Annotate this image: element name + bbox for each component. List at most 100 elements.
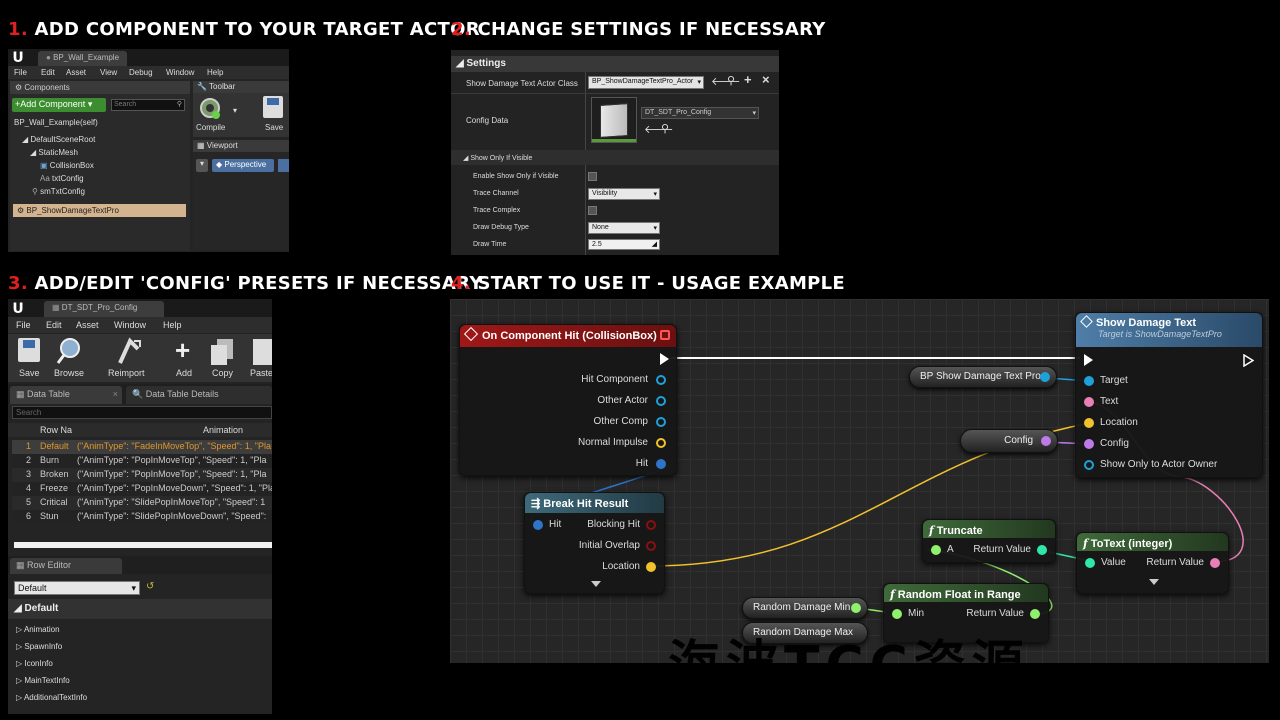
save-icon[interactable] [18,338,40,362]
config-pin[interactable] [1084,439,1094,449]
exec-out-pin[interactable] [660,353,669,365]
asset-tab[interactable]: ● BP_Wall_Example [38,51,128,66]
paste-button[interactable]: Paste [250,368,272,378]
initial-overlap-pin[interactable] [646,541,656,551]
column-header-row-name[interactable]: Row Na [40,425,73,435]
category-icon-info[interactable]: ▷ IconInfo [16,659,53,668]
config-getter[interactable]: Config [960,429,1058,453]
trace-complex-checkbox[interactable] [588,206,597,215]
category-animation[interactable]: ▷ Animation [16,625,60,634]
reset-arrow-icon[interactable]: ↺ [146,581,155,592]
config-asset-thumbnail-icon[interactable] [591,97,637,143]
menu-asset[interactable]: Asset [66,68,87,77]
menu-asset[interactable]: Asset [76,320,99,330]
clear-close-icon[interactable]: × [762,72,770,87]
add-component-button[interactable]: +Add Component ▾ [12,98,106,112]
menu-edit[interactable]: Edit [46,320,62,330]
random-return-pin[interactable] [1030,609,1040,619]
browse-magnifier-icon[interactable] [56,337,86,365]
tree-item-show-damage-text-pro[interactable]: ⚙ BP_ShowDamageTextPro [13,204,186,217]
tree-item-self[interactable]: BP_Wall_Example(self) [14,118,98,127]
tree-item-txt-config[interactable]: Aa txtConfig [40,174,84,183]
hit-component-pin[interactable] [656,375,666,385]
menu-debug[interactable]: Debug [129,68,153,77]
enable-show-only-if-visible-checkbox[interactable] [588,172,597,181]
default-section-header[interactable]: ◢ Default [14,603,59,614]
menu-edit[interactable]: Edit [41,68,55,77]
to-text-integer-node[interactable]: f ToText (integer) Value Return Value [1076,532,1229,594]
tab-row-editor[interactable]: ▦ Row Editor [10,558,122,574]
truncate-a-pin[interactable] [931,545,941,555]
show-damage-text-node[interactable]: Show Damage Text Target is ShowDamageTex… [1075,312,1263,478]
data-table-search-input[interactable]: Search [12,406,272,419]
browse-search-icon[interactable]: ⚲ [727,75,736,87]
config-browse-search-icon[interactable]: ⚲ [661,123,670,135]
paste-icon[interactable] [253,339,272,365]
category-spawn-info[interactable]: ▷ SpawnInfo [16,642,63,651]
truncate-return-pin[interactable] [1037,545,1047,555]
random-damage-max-getter[interactable]: Random Damage Max [742,622,868,644]
break-hit-in-pin[interactable] [533,520,543,530]
draw-debug-type-select[interactable]: None▾ [588,222,660,234]
perspective-button[interactable]: ◆ Perspective [212,159,274,172]
exec-in-pin[interactable] [1084,354,1093,366]
menu-file[interactable]: File [16,320,31,330]
add-button[interactable]: Add [176,368,193,378]
random-float-in-range-node[interactable]: f Random Float in Range Min Return Value [883,583,1049,643]
copy-button[interactable]: Copy [212,368,234,378]
reimport-icon[interactable] [116,337,142,365]
target-pin[interactable] [1084,376,1094,386]
tree-item-sm-txt-config[interactable]: ⚲ smTxtConfig [32,187,85,196]
config-use-selected-arrow-icon[interactable]: 🡐 [644,124,674,136]
asset-tab[interactable]: ▦ DT_SDT_Pro_Config [44,301,164,317]
column-header-animation[interactable]: Animation [203,425,244,435]
menu-help[interactable]: Help [163,320,182,330]
row-select[interactable]: Default▾ [14,581,140,595]
to-text-value-pin[interactable] [1085,558,1095,568]
other-actor-pin[interactable] [656,396,666,406]
tree-item-default-scene-root[interactable]: ◢ DefaultSceneRoot [22,135,96,144]
text-pin[interactable] [1084,397,1094,407]
show-only-to-actor-owner-pin[interactable] [1084,460,1094,470]
tree-item-collision-box[interactable]: ▣ CollisionBox [40,161,94,170]
new-plus-icon[interactable]: + [744,72,752,87]
menu-view[interactable]: View [100,68,118,77]
add-plus-icon[interactable]: + [175,335,191,365]
browse-button[interactable]: Browse [54,368,85,378]
tab-data-table-details[interactable]: 🔍 Data Table Details [126,386,272,404]
viewport-options-chevron-icon[interactable]: ▾ [196,159,208,172]
copy-icon[interactable] [209,339,235,365]
save-button[interactable]: Save [19,368,40,378]
components-search-input[interactable]: Search⚲ [111,99,185,111]
blocking-hit-pin[interactable] [646,520,656,530]
event-delegate-pin-icon[interactable] [660,330,670,340]
draw-time-input[interactable]: 2.5◢ [588,239,660,250]
menu-window[interactable]: Window [166,68,195,77]
menu-file[interactable]: File [14,68,27,77]
other-comp-pin[interactable] [656,417,666,427]
trace-channel-select[interactable]: Visibility▾ [588,188,660,200]
truncate-node[interactable]: f Truncate A Return Value [922,519,1056,563]
category-main-text-info[interactable]: ▷ MainTextInfo [16,676,70,685]
reimport-button[interactable]: Reimport [108,368,145,378]
random-min-pin[interactable] [892,609,902,619]
expand-chevron-down-icon[interactable] [1149,579,1159,585]
menu-help[interactable]: Help [207,68,224,77]
on-component-hit-node[interactable]: On Component Hit (CollisionBox) Hit Comp… [459,324,677,476]
location-pin[interactable] [1084,418,1094,428]
location-out-pin[interactable] [646,562,656,572]
actor-class-select[interactable]: BP_ShowDamageTextPro_Actor▾ [588,76,704,89]
save-icon[interactable] [263,96,283,118]
use-selected-arrow-icon[interactable]: 🡐 [711,76,741,88]
exec-out-pin[interactable] [1243,354,1254,367]
tree-item-static-mesh[interactable]: ◢ StaticMesh [30,148,78,157]
compile-icon[interactable] [198,95,222,121]
save-button[interactable]: Save [265,123,284,132]
tab-data-table[interactable]: ▦ Data Table× [10,386,122,404]
